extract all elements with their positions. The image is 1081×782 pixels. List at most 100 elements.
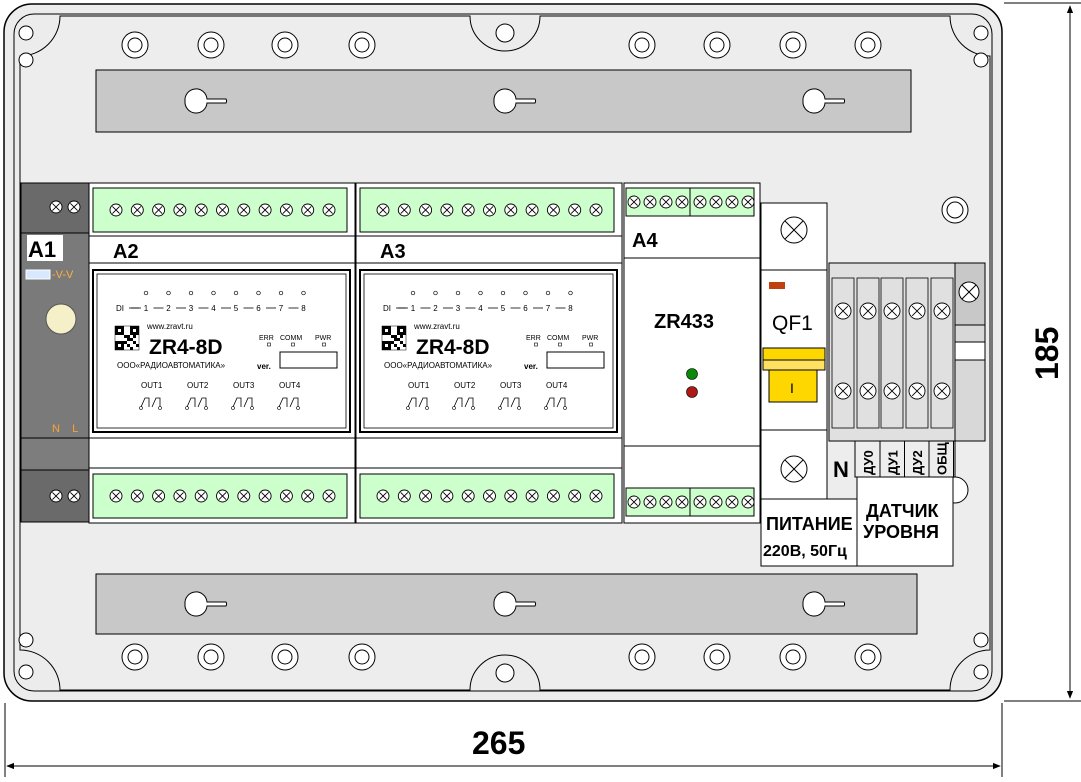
mounting-hole-icon (197, 643, 225, 671)
keyhole-icon (802, 591, 846, 617)
sensor-terminal-label: ОБЩ (935, 442, 950, 475)
relay-contact-icon (406, 397, 429, 410)
relay-contact-icon (277, 397, 300, 410)
di-number: 6 (523, 304, 528, 313)
top-mounting-plate (95, 69, 912, 133)
di-number: 4 (211, 304, 216, 313)
module-site: www.zravt.ru (413, 322, 460, 331)
module-model: ZR4-8D (416, 336, 490, 359)
led-green-icon (686, 368, 698, 380)
led-red-icon (686, 386, 698, 398)
power-caption-line2: 220В, 50Гц (763, 543, 847, 560)
keyhole-icon (802, 88, 846, 114)
sensor-caption-line1: ДАТЧИК (866, 501, 940, 521)
breaker-label: QF1 (772, 312, 813, 335)
module-model: ZR4-8D (149, 336, 223, 359)
mounting-hole-icon (348, 643, 376, 671)
keyhole-icon (493, 88, 537, 114)
module-site: www.zravt.ru (146, 322, 193, 331)
di-label: DI (383, 304, 391, 313)
di-number: 5 (234, 304, 239, 313)
ver-label: ver. (524, 362, 538, 371)
keyhole-slots (184, 88, 846, 617)
breaker-switch (768, 369, 818, 403)
mounting-hole-icon (854, 643, 882, 671)
power-caption-line1: ПИТАНИЕ (766, 514, 853, 534)
comm-label: COMM (280, 335, 302, 342)
width-dimension: 265 (472, 725, 525, 761)
di-number: 1 (411, 304, 416, 313)
output-label: OUT4 (279, 381, 301, 390)
qr-code-icon (114, 325, 140, 351)
breaker-indicator-icon (769, 282, 785, 289)
sensor-terminal-label: ДУ0 (861, 450, 876, 475)
relay-contact-icon (452, 397, 475, 410)
mounting-hole-icon (628, 643, 656, 671)
psu-indicator-icon (25, 269, 51, 280)
breaker-switch-label: I (790, 380, 794, 396)
di-number: 6 (256, 304, 261, 313)
di-number: 4 (478, 304, 483, 313)
sensor-caption-line2: УРОВНЯ (863, 522, 939, 542)
mounting-hole-icon (854, 31, 882, 59)
psu-adjust-knob (45, 303, 77, 335)
err-label: ERR (259, 335, 274, 342)
output-label: OUT4 (546, 381, 568, 390)
mounting-hole-icon (271, 31, 299, 59)
output-label: OUT3 (500, 381, 522, 390)
err-label: ERR (526, 335, 541, 342)
di-number: 2 (166, 304, 171, 313)
di-number: 8 (568, 304, 573, 313)
di-number: 1 (144, 304, 149, 313)
mounting-hole-icon (779, 643, 807, 671)
mounting-hole-icon (121, 643, 149, 671)
mounting-hole-icon (197, 31, 225, 59)
di-label: DI (116, 304, 124, 313)
output-label: OUT3 (233, 381, 255, 390)
psu-terminal-screws (49, 200, 81, 503)
mounting-hole-icon (271, 643, 299, 671)
mounting-holes (121, 31, 882, 671)
relay-contact-icon (498, 397, 521, 410)
di-number: 2 (433, 304, 438, 313)
block-label-a3: A3 (380, 241, 406, 263)
mounting-hole-icon (121, 31, 149, 59)
mounting-hole-icon (703, 31, 731, 59)
sensor-caption-box (856, 476, 954, 567)
pwr-label: PWR (315, 335, 331, 342)
mounting-hole-icon (628, 31, 656, 59)
psu-terminal-labels: N L (52, 423, 78, 435)
mounting-hole-icon (779, 31, 807, 59)
keyhole-icon (184, 88, 228, 114)
mounting-hole-icon (348, 31, 376, 59)
ver-label: ver. (257, 362, 271, 371)
a4-terminal-screws (627, 195, 755, 509)
di-number: 7 (279, 304, 284, 313)
keyhole-icon (184, 591, 228, 617)
power-caption-box (760, 498, 858, 567)
block-label-a2: A2 (113, 241, 139, 263)
mounting-hole-icon (703, 643, 731, 671)
pwr-label: PWR (582, 335, 598, 342)
comm-label: COMM (547, 335, 569, 342)
neutral-label: N (833, 457, 849, 482)
di-number: 8 (301, 304, 306, 313)
psu-module-a1: A1 -V-V N L (20, 182, 90, 523)
di-number: 3 (456, 304, 461, 313)
relay-contact-icon (185, 397, 208, 410)
di-number: 7 (546, 304, 551, 313)
di-number: 5 (501, 304, 506, 313)
enclosure-inner (13, 13, 993, 692)
height-dimension: 185 (1029, 327, 1065, 380)
block-label-a1: A1 (28, 237, 56, 262)
module-company: ООО«РАДИОАВТОМАТИКА» (384, 361, 493, 370)
keyhole-icon (493, 591, 537, 617)
relay-contact-icon (231, 397, 254, 410)
block-label-a4: A4 (632, 230, 658, 252)
psu-voltage-label: -V-V (52, 269, 74, 281)
output-label: OUT2 (187, 381, 209, 390)
module-a4: A4 ZR433 (623, 182, 761, 524)
